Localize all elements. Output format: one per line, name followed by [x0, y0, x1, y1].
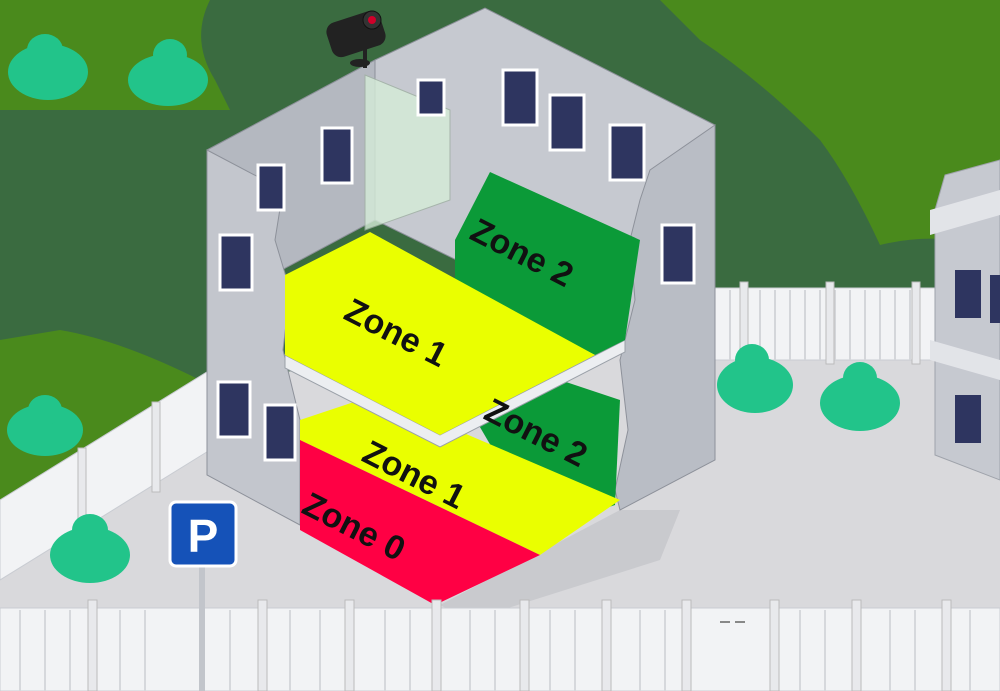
- bush-icon: [820, 362, 900, 431]
- parking-sign-icon: P: [168, 500, 238, 691]
- bush-icon: [50, 514, 130, 583]
- bush-icon: [8, 34, 88, 100]
- bush-icon: [7, 395, 83, 456]
- lower-zone0-area: [300, 440, 540, 605]
- upper-zone1-area: [285, 232, 595, 435]
- neighbour-building: [930, 159, 1000, 481]
- parking-sign-label: P: [188, 510, 219, 562]
- bush-icon: [128, 39, 208, 106]
- front-fence: [0, 599, 1000, 691]
- lower-zone1-area: [300, 395, 620, 555]
- bush-icon: [717, 344, 793, 413]
- lower-floor: [300, 380, 620, 605]
- security-camera-icon: [326, 10, 386, 68]
- building-shadow: [440, 510, 680, 620]
- upper-floor: [284, 172, 640, 448]
- upper-zone2-area: [455, 172, 640, 355]
